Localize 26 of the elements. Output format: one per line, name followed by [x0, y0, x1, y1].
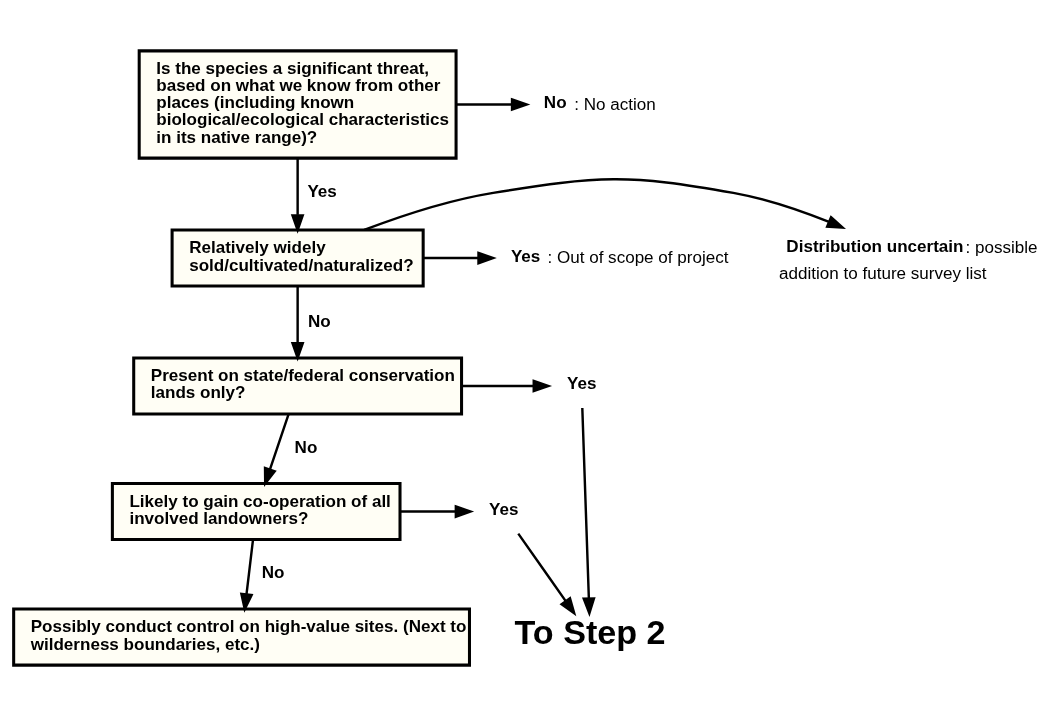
arrow: [263, 413, 290, 487]
edge-label: No: [294, 437, 318, 457]
arrow: [290, 285, 305, 362]
node-text: Yes: [566, 373, 597, 393]
arrow: [456, 97, 531, 111]
node-box: Possibly conduct control on high-value sites. (Next to wilderness boundaries, etc.): [12, 607, 471, 667]
node-text: Yes: Out of scope of project: [510, 246, 729, 267]
node-box: Relatively widely sold/cultivated/naturalized?: [170, 228, 425, 288]
node-text: Yes: [488, 499, 519, 519]
node-box: Likely to gain co-operation of all involved landowners?: [110, 481, 402, 541]
node-text: No: No action: [543, 92, 656, 114]
node-box: Present on state/federal conservation lands only?: [132, 355, 464, 416]
arrow: [400, 504, 475, 518]
edge-label: Yes: [307, 181, 337, 201]
arrow: [363, 177, 847, 231]
edge-label: No: [307, 311, 331, 331]
arrow: [423, 250, 497, 265]
edge-label: No: [261, 562, 285, 582]
node-text: To Step 2: [514, 612, 666, 651]
arrow: [517, 532, 577, 616]
arrow: [461, 378, 553, 393]
arrow: [581, 407, 596, 617]
arrow: [239, 539, 255, 613]
node-text: Distribution uncertain: possible addition to future survey list: [779, 236, 1038, 283]
arrow: [290, 157, 305, 234]
node-box: Is the species a significant threat, based on what we know from other places (including known biological/ecological characteristics in its native range)?: [137, 48, 458, 160]
